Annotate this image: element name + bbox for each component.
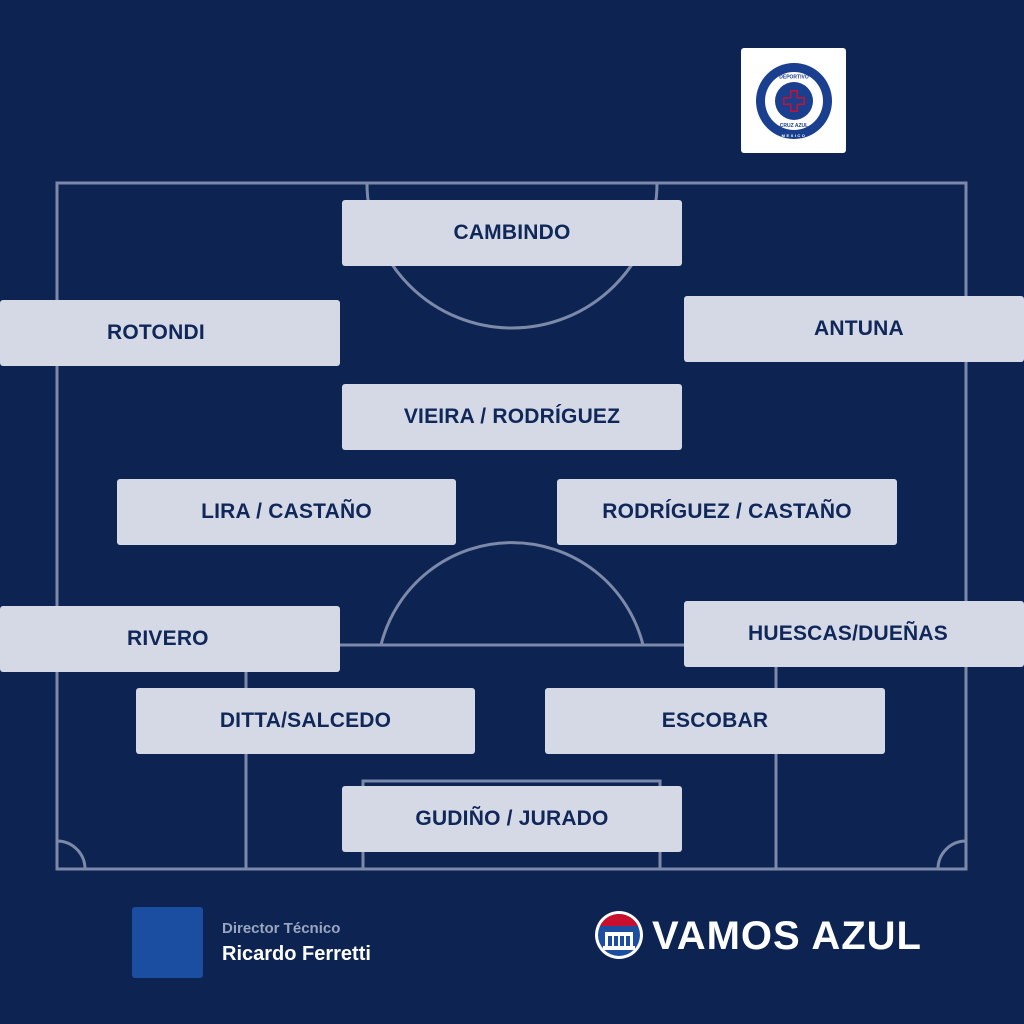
player-card-rodriguez: RODRÍGUEZ / CASTAÑO (557, 479, 897, 545)
stadium-logo-icon (595, 911, 643, 959)
player-card-lira: LIRA / CASTAÑO (117, 479, 456, 545)
player-card-ditta: DITTA/SALCEDO (136, 688, 475, 754)
penalty-arc (379, 541, 645, 646)
player-card-cambindo: CAMBINDO (342, 200, 682, 266)
club-crest: DEPORTIVO CRUZ AZUL MEXICO (741, 48, 846, 153)
player-card-rivero: RIVERO (0, 606, 340, 672)
player-card-vieira: VIEIRA / RODRÍGUEZ (342, 384, 682, 450)
pitch-boundary (55, 181, 968, 871)
cruz-azul-crest-icon: DEPORTIVO CRUZ AZUL MEXICO (755, 62, 832, 139)
crest-bottom-text: CRUZ AZUL (779, 123, 807, 129)
penalty-box (244, 643, 778, 869)
crest-ring-text: MEXICO (781, 133, 806, 138)
coach-name: Ricardo Ferretti (222, 943, 371, 965)
corner-arc-right (936, 839, 967, 870)
player-card-gudino: GUDIÑO / JURADO (342, 786, 682, 852)
coach-photo (132, 907, 203, 978)
corner-arc-left (56, 839, 87, 870)
player-card-escobar: ESCOBAR (545, 688, 885, 754)
player-card-huescas: HUESCAS/DUEÑAS (684, 601, 1024, 667)
brand-name: VAMOS AZUL (652, 914, 922, 958)
coach-role: Director Técnico (222, 920, 341, 937)
player-card-rotondi: ROTONDI (0, 300, 340, 366)
crest-top-text: DEPORTIVO (779, 74, 809, 80)
player-card-antuna: ANTUNA (684, 296, 1024, 362)
